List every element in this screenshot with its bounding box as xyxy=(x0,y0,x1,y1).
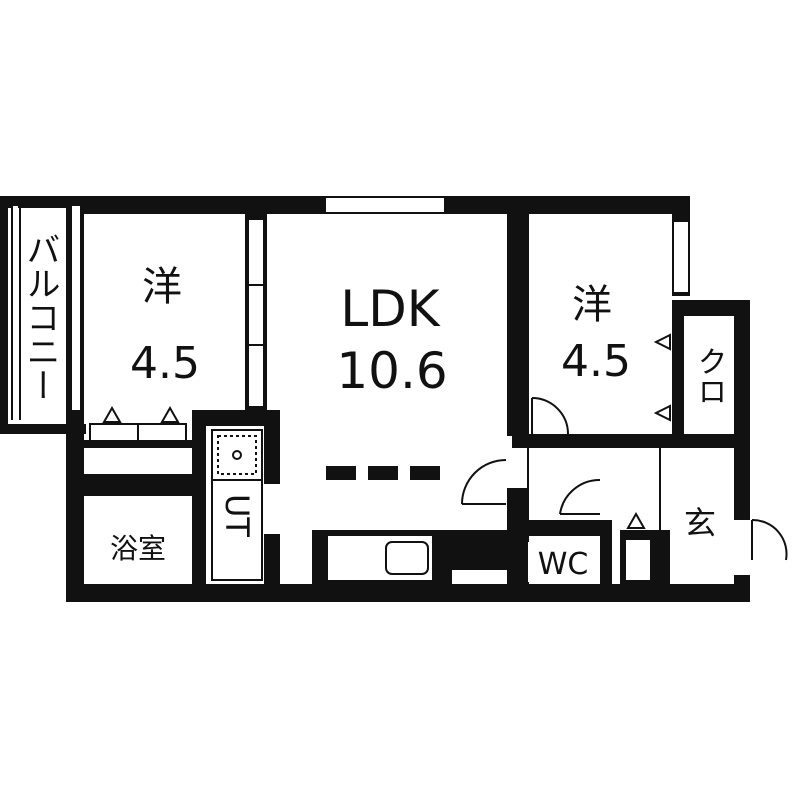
openings xyxy=(12,198,748,582)
cabinet xyxy=(89,423,187,443)
bathroom-label: 浴室 xyxy=(110,532,166,565)
entrance-label: 玄 xyxy=(684,504,716,542)
washer-pan-icon xyxy=(211,429,263,481)
utility-label: UT xyxy=(218,494,256,537)
toilet-label: WC xyxy=(538,547,589,582)
ldk-marks xyxy=(326,466,440,480)
closet-markers xyxy=(102,333,671,529)
ldk-label: LDK xyxy=(340,280,440,338)
ldk-size: 10.6 xyxy=(336,342,447,400)
door-swings xyxy=(461,397,788,561)
east-bedroom-size: 4.5 xyxy=(561,336,631,387)
closet-label: クロ xyxy=(692,346,727,406)
east-bedroom-label: 洋 xyxy=(572,282,612,328)
balcony-label: バルコニー xyxy=(20,232,60,402)
west-bedroom-size: 4.5 xyxy=(130,338,200,389)
west-bedroom-label: 洋 xyxy=(142,264,182,310)
